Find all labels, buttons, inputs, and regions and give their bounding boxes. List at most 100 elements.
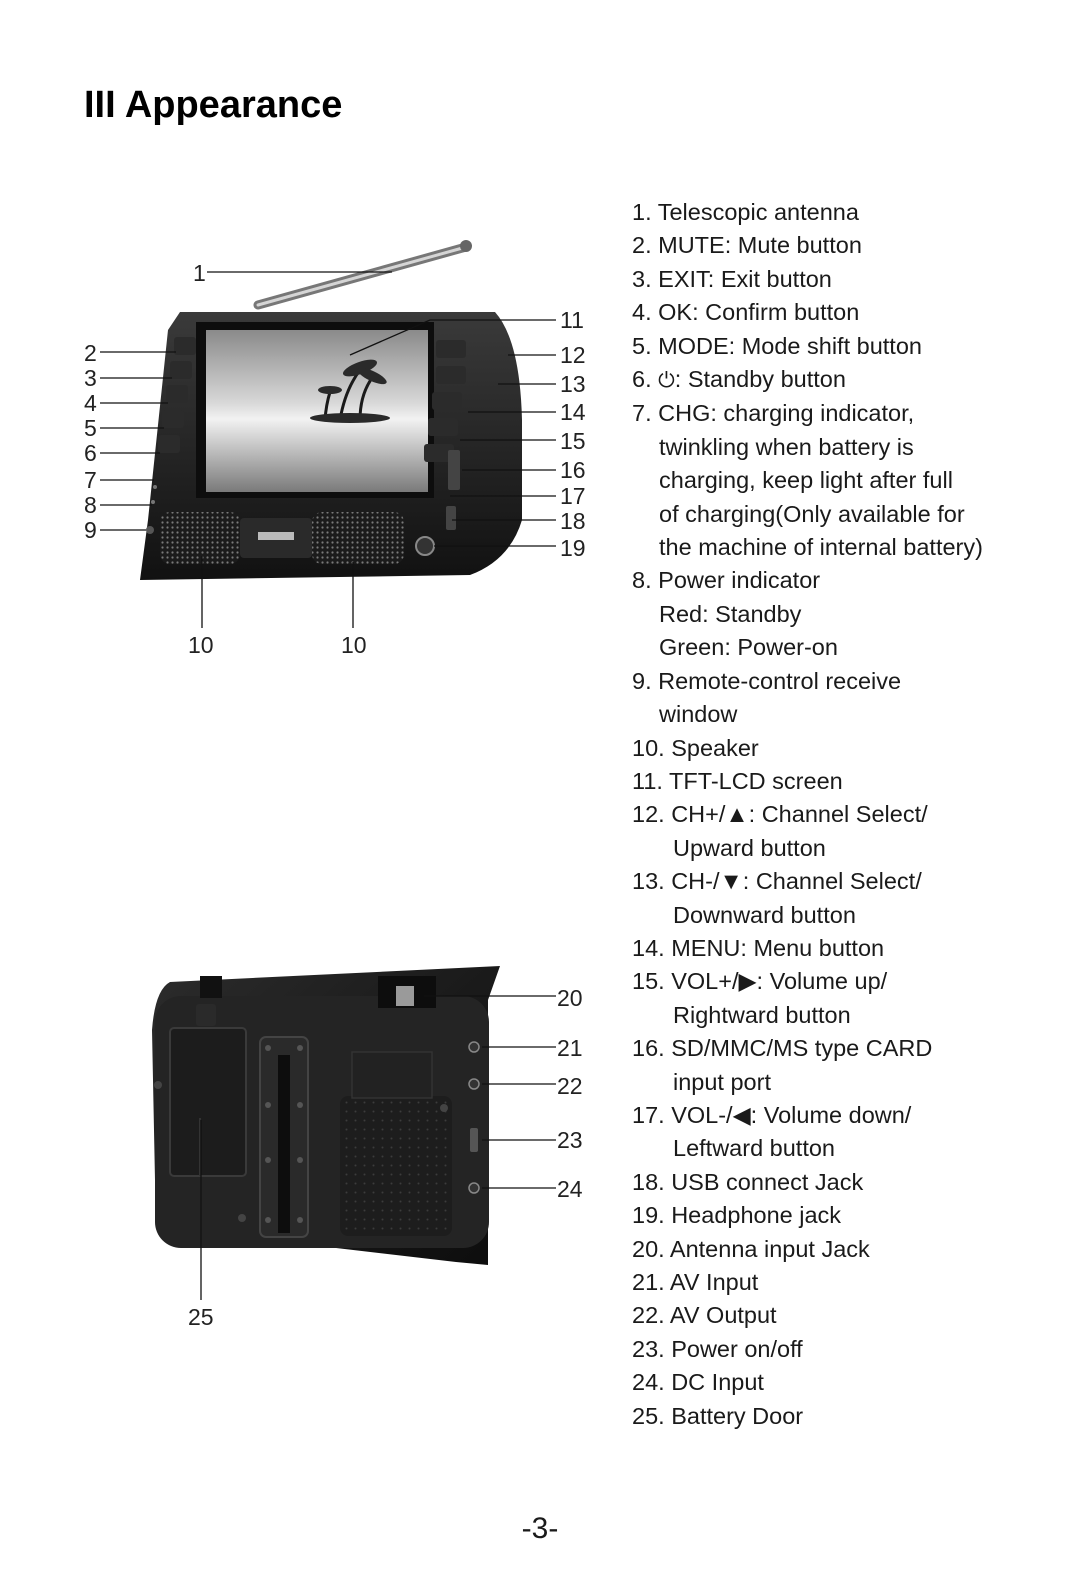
back-view: [152, 966, 500, 1265]
legend-number: 12.: [632, 801, 665, 828]
legend-item: 5. MODE: Mode shift button: [632, 330, 1072, 363]
legend-item: 18. USB connect Jack: [632, 1166, 1072, 1199]
speaker-left: [160, 512, 240, 564]
power-switch[interactable]: [470, 1128, 478, 1152]
front-leader-lines: [100, 271, 556, 628]
legend-text: USB connect Jack: [671, 1168, 864, 1195]
menu-button[interactable]: [432, 392, 462, 410]
legend-text: Antenna input Jack: [669, 1235, 870, 1262]
legend-item: 23. Power on/off: [632, 1333, 1072, 1366]
legend-item: 17. VOL-/◀: Volume down/Leftward button: [632, 1099, 1072, 1166]
legend-text: Power indicator: [658, 567, 821, 594]
callout-4: 4: [84, 390, 97, 416]
callout-21: 21: [557, 1035, 583, 1061]
legend-item: 4. OK: Confirm button: [632, 296, 1072, 329]
legend-text: VOL+/▶: Volume up/: [671, 968, 888, 995]
card-input-port: [448, 450, 460, 490]
ch-up-button[interactable]: [436, 340, 466, 358]
legend-text-continued: input port: [673, 1068, 771, 1095]
brand-logo: [258, 532, 294, 540]
legend-item: 22. AV Output: [632, 1299, 1072, 1332]
legend-item: 12. CH+/▲: Channel Select/Upward button: [632, 798, 1072, 865]
legend-number: 11.: [632, 767, 663, 794]
charging-indicator: [153, 485, 157, 489]
legend-item: 21. AV Input: [632, 1266, 1072, 1299]
legend-item: 25. Battery Door: [632, 1400, 1072, 1433]
callout-6: 6: [84, 440, 97, 466]
vol-up-button[interactable]: [428, 418, 458, 436]
callout-18: 18: [560, 508, 586, 534]
legend-text: CH+/▲: Channel Select/: [671, 801, 928, 828]
standby-button[interactable]: [158, 435, 180, 453]
legend-number: 21.: [632, 1269, 665, 1295]
legend-number: 25.: [632, 1402, 665, 1429]
ch-down-button[interactable]: [436, 366, 466, 384]
front-view: [140, 240, 522, 580]
legend-number: 4.: [632, 299, 652, 326]
legend-text: AV Output: [669, 1302, 777, 1329]
legend-item: 14. MENU: Menu button: [632, 932, 1072, 965]
legend-number: 9.: [632, 667, 652, 694]
callout-22: 22: [557, 1073, 583, 1099]
legend-number: 16.: [632, 1035, 665, 1062]
legend-item: 24. DC Input: [632, 1366, 1072, 1399]
callout-10-left: 10: [188, 632, 214, 658]
headphone-jack: [415, 536, 435, 556]
callout-23: 23: [557, 1127, 583, 1153]
legend-number: 14.: [632, 934, 665, 961]
callout-15: 15: [560, 428, 586, 454]
legend-text: Power on/off: [671, 1335, 803, 1362]
callout-24: 24: [557, 1176, 583, 1202]
legend-text: : Standby button: [674, 366, 846, 393]
power-icon: ⏻: [658, 369, 675, 393]
exit-button[interactable]: [170, 361, 192, 379]
legend-number: 8.: [632, 567, 652, 594]
legend-number: 18.: [632, 1168, 665, 1195]
legend-text-continued: Red: Standby: [659, 600, 802, 627]
remote-receive-window: [146, 526, 154, 534]
mode-button[interactable]: [162, 410, 184, 428]
callout-2: 2: [84, 340, 97, 366]
callout-19: 19: [560, 535, 586, 561]
legend-number: 6.: [632, 366, 652, 393]
legend-item: 6. ⏻: Standby button: [632, 363, 1072, 397]
page-number: -3-: [521, 1512, 559, 1545]
legend-item: 15. VOL+/▶: Volume up/Rightward button: [632, 965, 1072, 1032]
av-input-jack: [468, 1041, 480, 1053]
legend-text-continued: of charging(Only available for: [659, 500, 965, 527]
legend-number: 10.: [632, 734, 665, 761]
mute-button[interactable]: [174, 337, 196, 355]
page-title: III Appearance: [84, 84, 343, 126]
legend-number: 15.: [632, 968, 665, 995]
right-button-column: [415, 340, 466, 556]
ok-button[interactable]: [166, 385, 188, 403]
legend-text: DC Input: [671, 1369, 764, 1396]
vol-down-button[interactable]: [424, 444, 454, 462]
legend-text: VOL-/◀: Volume down/: [671, 1101, 912, 1128]
legend-text-continued: window: [659, 701, 738, 728]
legend-item: 16. SD/MMC/MS type CARD input port: [632, 1032, 1072, 1099]
legend-number: 24.: [632, 1369, 665, 1396]
back-leader-lines: [200, 995, 556, 1300]
callout-20: 20: [557, 985, 583, 1011]
legend-text: EXIT: Exit button: [658, 265, 832, 292]
legend-number: 17.: [632, 1101, 665, 1128]
callout-25: 25: [188, 1304, 214, 1330]
legend-number: 2.: [632, 232, 652, 259]
legend-text: Battery Door: [671, 1402, 804, 1429]
legend-text-continued: Leftward button: [673, 1135, 835, 1162]
legend-number: 23.: [632, 1335, 665, 1362]
callout-16: 16: [560, 457, 586, 483]
callout-3: 3: [84, 365, 97, 391]
usb-jack: [446, 506, 456, 530]
legend-text-continued: Downward button: [673, 901, 856, 928]
legend-text: Speaker: [671, 734, 759, 761]
legend-number: 5.: [632, 332, 652, 359]
legend-text: SD/MMC/MS type CARD: [671, 1035, 933, 1062]
legend-number: 1.: [632, 199, 652, 225]
callout-17: 17: [560, 483, 586, 509]
legend-text: MENU: Menu button: [671, 934, 885, 961]
